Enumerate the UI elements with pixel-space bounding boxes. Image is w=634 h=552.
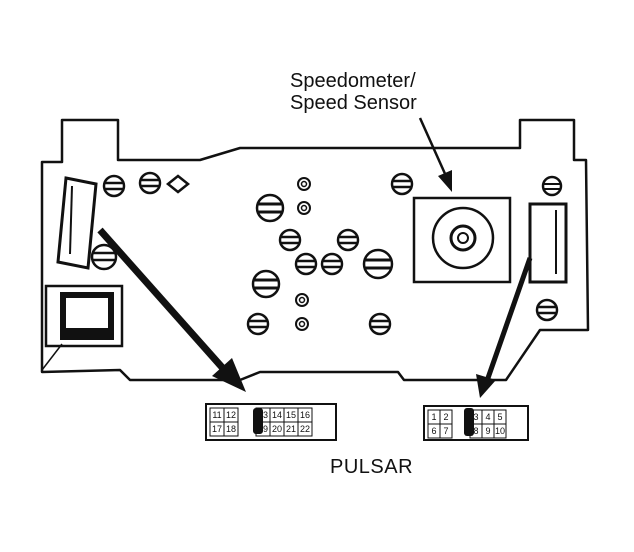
pin-number: 8: [473, 426, 478, 436]
label-line-2: Speed Sensor: [290, 92, 417, 114]
pin-number: 12: [226, 410, 236, 420]
bulb-sockets: [90, 171, 563, 336]
connector-key: [253, 408, 263, 434]
pin-number: 10: [495, 426, 505, 436]
screw-terminals: [295, 177, 311, 331]
socket: [541, 175, 563, 197]
socket: [320, 252, 344, 276]
socket: [251, 269, 281, 299]
socket: [294, 252, 318, 276]
speed-sensor: [412, 196, 512, 284]
pin-number: 1: [431, 412, 436, 422]
speed-sensor-label: Speedometer/ Speed Sensor: [290, 70, 417, 114]
socket: [535, 298, 559, 322]
left-connector-slot: [56, 176, 98, 270]
pin-number: 18: [226, 424, 236, 434]
pin-number: 4: [485, 412, 490, 422]
socket: [362, 248, 394, 280]
pin-cell: [439, 423, 453, 439]
socket: [278, 228, 302, 252]
square-module: [41, 284, 124, 371]
socket: [246, 312, 270, 336]
socket: [102, 174, 126, 198]
pin-number: 17: [212, 424, 222, 434]
pin-number: 6: [431, 426, 436, 436]
callout-arrow: [418, 117, 452, 192]
pin-cell: [223, 421, 239, 437]
socket: [255, 193, 285, 223]
right-connector-arrow: [476, 257, 533, 398]
pin-number: 15: [286, 410, 296, 420]
socket: [90, 243, 118, 271]
left-connector-arrow: [97, 227, 246, 392]
pin-cell: [297, 421, 313, 437]
pin-number: 2: [443, 412, 448, 422]
pin-number: 5: [497, 412, 502, 422]
pin-number: 11: [212, 410, 221, 420]
pin-number: 22: [300, 424, 310, 434]
right-connector-slot: [528, 202, 568, 284]
cluster-housing-outline: [40, 118, 590, 382]
socket: [336, 228, 360, 252]
pin-number: 3: [473, 412, 478, 422]
socket: [368, 312, 392, 336]
socket: [390, 172, 414, 196]
pin-number: 9: [485, 426, 490, 436]
pin-number: 7: [443, 426, 448, 436]
pin-cell: [493, 423, 507, 439]
socket: [138, 171, 162, 195]
model-caption: PULSAR: [330, 456, 414, 478]
pin-number: 16: [300, 410, 310, 420]
connector-key: [464, 408, 474, 436]
pin-number: 14: [272, 410, 282, 420]
pin-number: 21: [286, 424, 296, 434]
label-line-1: Speedometer/: [290, 70, 416, 92]
connector-22-pin: 111213141516171819202122: [205, 403, 337, 441]
pin-number: 20: [272, 424, 282, 434]
socket: [165, 174, 191, 194]
